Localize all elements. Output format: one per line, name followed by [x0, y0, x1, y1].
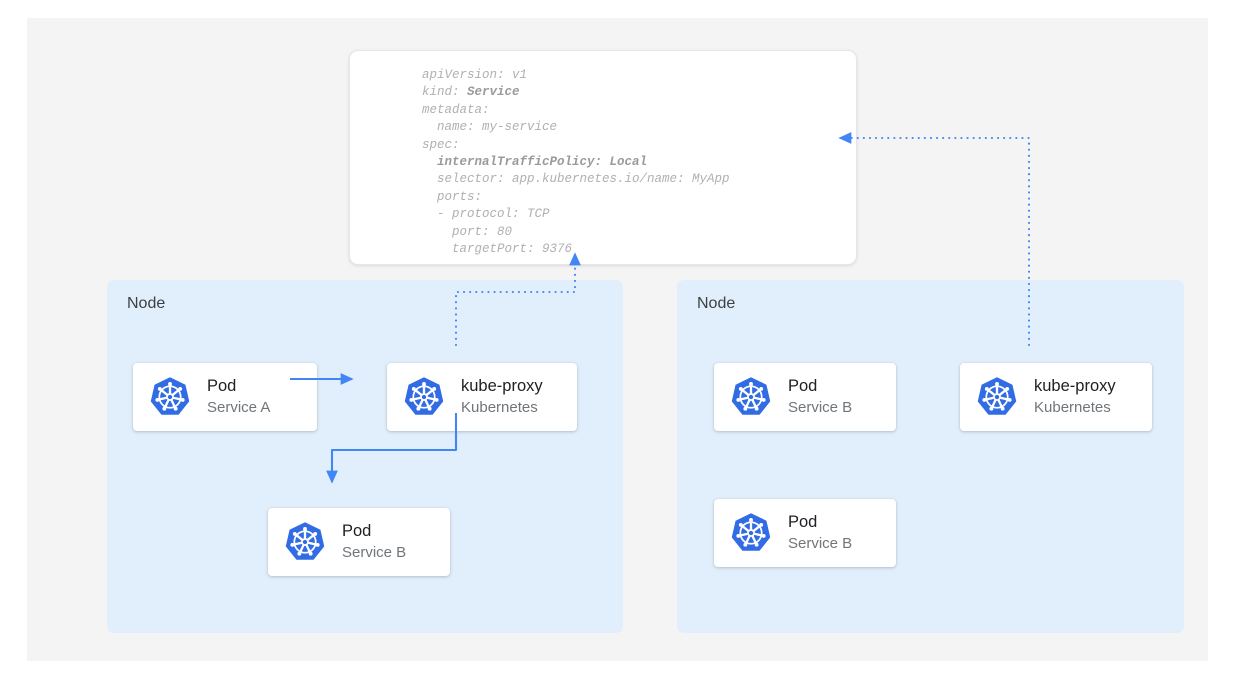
- card-subtitle: Kubernetes: [461, 399, 538, 416]
- kubernetes-logo-icon: [730, 512, 772, 554]
- node-label-left: Node: [127, 295, 166, 312]
- yaml-line: ports:: [422, 189, 483, 204]
- kubernetes-logo-icon: [730, 376, 772, 418]
- card-title: kube-proxy: [461, 377, 543, 395]
- node-box-left: Node: [107, 280, 623, 633]
- card-pod-service-b-left[interactable]: Pod Service B: [268, 508, 450, 576]
- node-box-right: Node: [677, 280, 1184, 633]
- card-subtitle: Service A: [207, 399, 271, 416]
- yaml-emphasis: Service: [467, 85, 520, 100]
- card-kube-proxy-left[interactable]: kube-proxy Kubernetes: [387, 363, 577, 431]
- card-subtitle: Service B: [342, 544, 407, 561]
- yaml-line: name: my-service: [422, 120, 558, 135]
- card-pod-service-a[interactable]: Pod Service A: [133, 363, 317, 431]
- yaml-emphasis: internalTrafficPolicy: Local: [437, 155, 648, 170]
- yaml-line: selector: app.kubernetes.io/name: MyApp: [422, 172, 730, 187]
- card-subtitle: Service B: [788, 535, 853, 552]
- card-pod-service-b-right-bottom[interactable]: Pod Service B: [714, 499, 896, 567]
- kubernetes-logo-icon: [149, 376, 191, 418]
- node-label-right: Node: [697, 295, 736, 312]
- card-title: Pod: [788, 377, 818, 395]
- card-title: Pod: [207, 377, 237, 395]
- yaml-line: spec:: [422, 137, 460, 152]
- yaml-line: kind: Service: [422, 85, 520, 100]
- card-subtitle: Kubernetes: [1034, 399, 1111, 416]
- card-title: Pod: [788, 513, 818, 531]
- yaml-line: port: 80: [422, 224, 513, 239]
- diagram-canvas: apiVersion: v1 kind: Service metadata: nam…: [27, 18, 1208, 661]
- kubernetes-logo-icon: [284, 521, 326, 563]
- service-yaml-code: apiVersion: v1 kind: Service metadata: nam…: [422, 67, 730, 258]
- card-title: Pod: [342, 522, 372, 540]
- kubernetes-logo-icon: [976, 376, 1018, 418]
- yaml-line: metadata:: [422, 102, 490, 117]
- yaml-line: apiVersion: v1: [422, 68, 528, 82]
- card-pod-service-b-right-top[interactable]: Pod Service B: [714, 363, 896, 431]
- card-title: kube-proxy: [1034, 377, 1116, 395]
- card-kube-proxy-right[interactable]: kube-proxy Kubernetes: [960, 363, 1152, 431]
- yaml-line: targetPort: 9376: [422, 242, 573, 257]
- yaml-line: - protocol: TCP: [422, 207, 550, 222]
- kubernetes-logo-icon: [403, 376, 445, 418]
- service-spec-panel: apiVersion: v1 kind: Service metadata: nam…: [349, 50, 857, 265]
- card-subtitle: Service B: [788, 399, 853, 416]
- yaml-line: internalTrafficPolicy: Local: [422, 154, 730, 171]
